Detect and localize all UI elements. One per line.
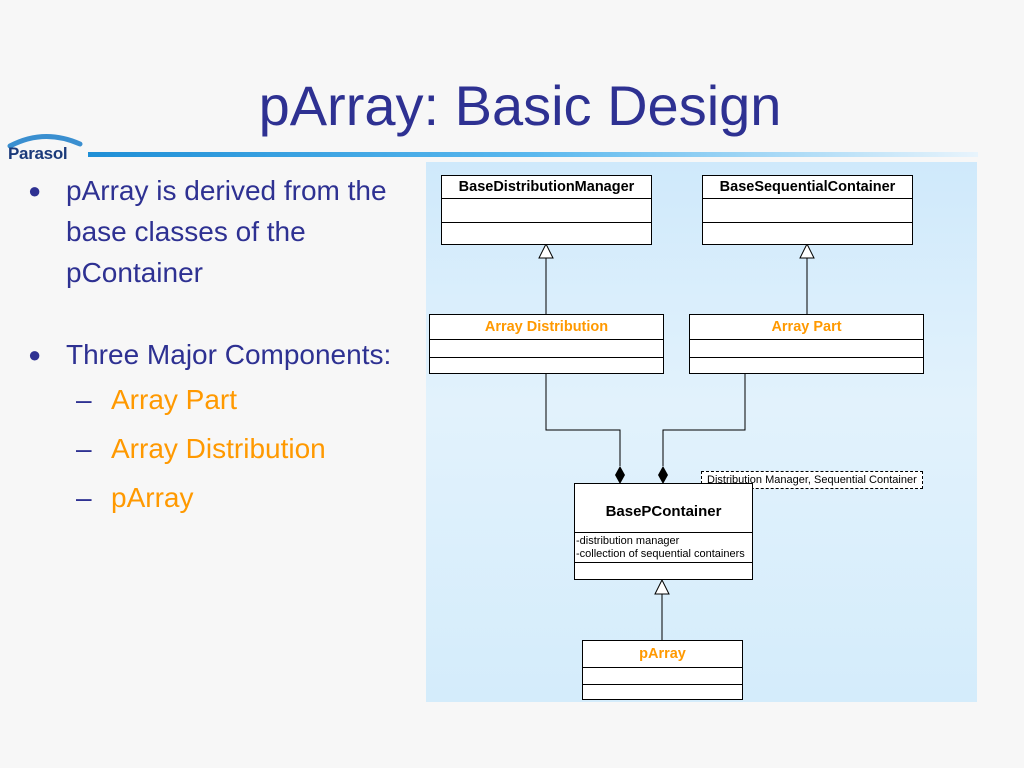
class-name: BaseSequentialContainer — [703, 176, 912, 199]
class-section — [430, 340, 663, 358]
class-name: BaseDistributionManager — [442, 176, 651, 199]
class-base-pcontainer: BasePContainer -distribution manager -co… — [574, 483, 753, 580]
inheritance-arrow-icon — [799, 242, 815, 259]
class-base-sequential-container: BaseSequentialContainer — [702, 175, 913, 245]
class-array-part: Array Part — [689, 314, 924, 374]
class-section — [690, 340, 923, 358]
attribute-line: -distribution manager — [576, 535, 680, 547]
sub-item: – Array Distribution — [66, 424, 428, 473]
class-attributes: -distribution manager -collection of seq… — [575, 533, 752, 563]
class-name: Array Distribution — [430, 315, 663, 340]
bullet-item: ● pArray is derived from the base classe… — [28, 170, 428, 293]
class-base-distribution-manager: BaseDistributionManager — [441, 175, 652, 245]
composition-diamond-icon — [658, 466, 668, 484]
sub-item-text: pArray — [111, 482, 194, 513]
slide-title: pArray: Basic Design — [258, 74, 782, 137]
sub-list: – Array Part – Array Distribution – pArr… — [28, 375, 428, 522]
sub-item-text: Array Distribution — [111, 433, 326, 464]
bullet-dot-icon: ● — [28, 342, 42, 367]
parasol-logo-icon — [7, 133, 83, 149]
inheritance-arrow-icon — [654, 578, 670, 595]
inheritance-arrow-icon — [538, 242, 554, 259]
sub-item-text: Array Part — [111, 384, 238, 415]
class-name: pArray — [583, 641, 742, 668]
class-section — [703, 223, 912, 246]
dash-icon: – — [76, 433, 92, 464]
class-array-distribution: Array Distribution — [429, 314, 664, 374]
dash-icon: – — [76, 384, 92, 415]
bullet-dot-icon: ● — [28, 178, 42, 203]
dash-icon: – — [76, 482, 92, 513]
sub-item: – pArray — [66, 473, 428, 522]
class-parray: pArray — [582, 640, 743, 700]
class-section — [442, 199, 651, 223]
class-section — [430, 358, 663, 375]
diagram-connectors — [538, 242, 815, 640]
title-divider — [88, 152, 978, 157]
bullet-text: pArray is derived from the base classes … — [66, 175, 387, 288]
bullet-text: Three Major Components: — [66, 339, 392, 370]
attribute-line: -collection of sequential containers — [576, 548, 745, 560]
bullet-list: ● pArray is derived from the base classe… — [28, 170, 428, 522]
class-name: BasePContainer — [575, 484, 752, 533]
logo-text: Parasol — [8, 144, 68, 163]
class-section — [442, 223, 651, 246]
class-section — [690, 358, 923, 375]
class-name: Array Part — [690, 315, 923, 340]
template-parameter-note: Distribution Manager, Sequential Contain… — [701, 471, 923, 489]
composition-diamond-icon — [615, 466, 625, 484]
uml-diagram: BaseDistributionManager BaseSequentialCo… — [426, 162, 977, 702]
composition-line — [662, 374, 746, 466]
class-section — [583, 685, 742, 701]
class-section — [703, 199, 912, 223]
composition-line — [545, 374, 621, 466]
sub-item: – Array Part — [66, 375, 428, 424]
class-section — [575, 563, 752, 580]
bullet-item: ● Three Major Components: — [28, 334, 428, 375]
class-section — [583, 668, 742, 685]
